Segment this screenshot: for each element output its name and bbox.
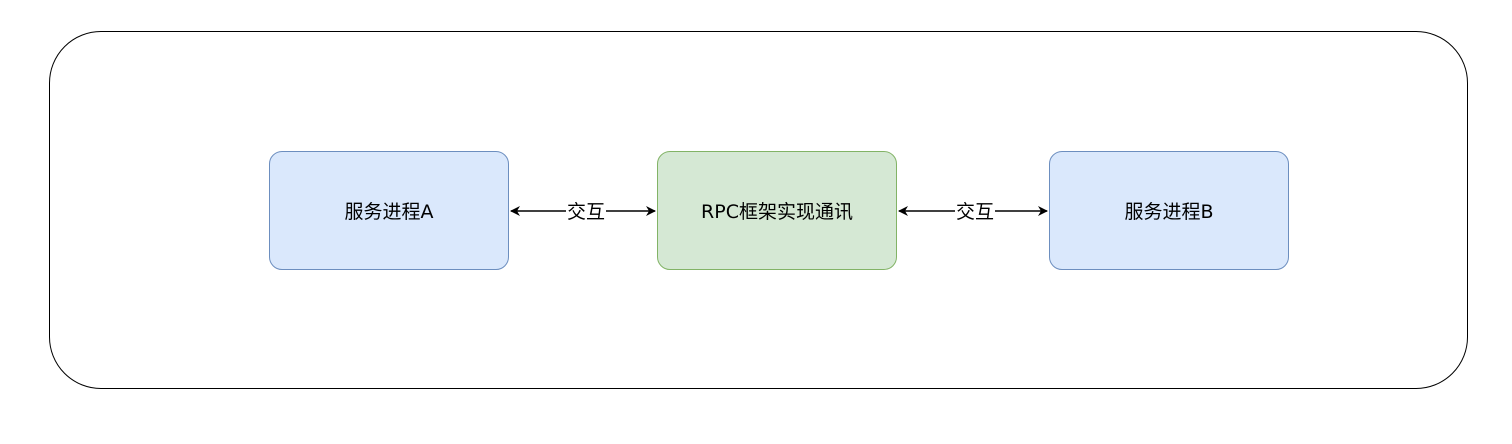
node-service-process-b-label: 服务进程B bbox=[1124, 201, 1214, 223]
edge-a-rpc-label: 交互 bbox=[566, 199, 607, 225]
node-rpc-framework-label: RPC框架实现通讯 bbox=[701, 201, 853, 223]
node-service-process-b: 服务进程B bbox=[1049, 151, 1289, 270]
edge-rpc-b-label: 交互 bbox=[955, 199, 996, 225]
node-service-process-a-label: 服务进程A bbox=[344, 201, 434, 223]
node-service-process-a: 服务进程A bbox=[269, 151, 509, 270]
node-rpc-framework: RPC框架实现通讯 bbox=[657, 151, 897, 270]
